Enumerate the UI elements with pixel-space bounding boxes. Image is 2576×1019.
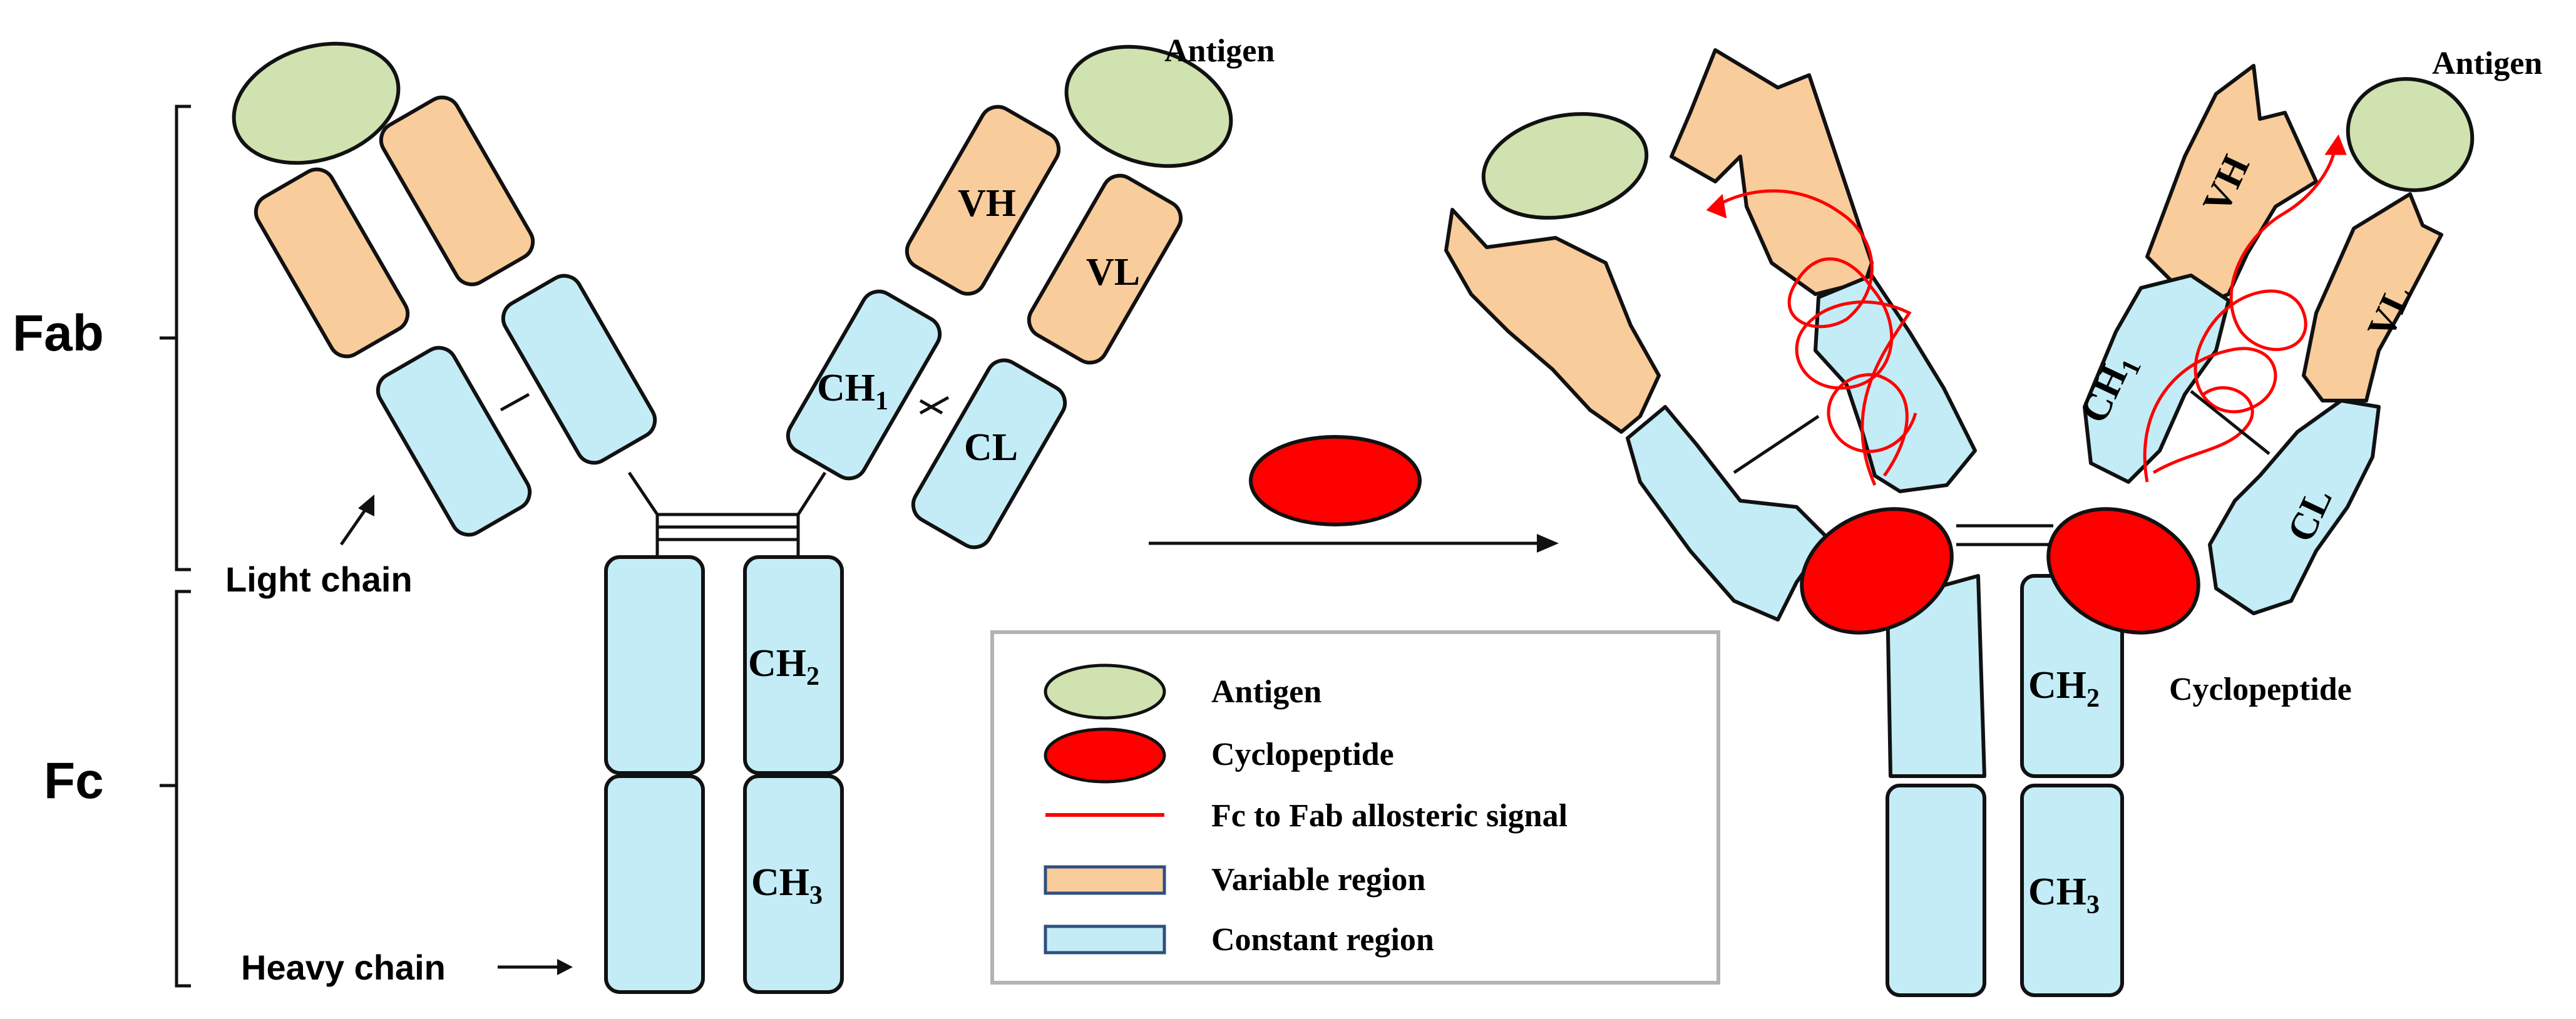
bound-left-vl-domain: [1444, 208, 1661, 434]
bound-left-cl-domain: [1626, 405, 1830, 622]
bound-left-ch3-domain: [1886, 784, 1986, 997]
right-antigen: [1064, 44, 1233, 168]
bound-left-vh-domain: [1670, 48, 1874, 296]
ch2-label: CH2: [748, 642, 819, 691]
antigen-label-right: Antigen: [2432, 46, 2542, 81]
ch1-label: CH1: [817, 367, 888, 416]
bound-left-ch2-domain: [1886, 574, 1986, 778]
light-chain-label: Light chain: [225, 560, 413, 599]
bound-left-fab: [1444, 48, 1977, 622]
transition-arrowhead: [1537, 534, 1559, 553]
heavy-chain-arrow: [498, 959, 573, 975]
left-arm-cl-domain: [376, 346, 532, 537]
bound-right-vl-domain: [2302, 192, 2443, 402]
signal-path: [1714, 189, 1912, 486]
bound-left-antigen: [1481, 112, 1649, 220]
native-antibody: VH VL CH1 CL CH2 CH3 Antigen Light chain…: [225, 33, 1275, 994]
legend-item-label: Cyclopeptide: [1211, 737, 1394, 772]
left-arm-vh-domain: [379, 95, 535, 287]
left-arm-vl-domain: [254, 167, 410, 359]
signal-path: [2143, 143, 2337, 483]
ch3-label: CH3: [751, 861, 823, 910]
left-arm-ch1-domain: [501, 274, 657, 465]
binding-transition: [1149, 435, 1559, 553]
bound-ch2-label: CH2: [2028, 664, 2100, 713]
legend-item-label: Antigen: [1211, 674, 1321, 710]
bound-right-ch1-domain: [2083, 274, 2230, 484]
allosteric-signal-left: [1706, 189, 1917, 486]
right-arm-cl-domain: [911, 358, 1067, 550]
fc-region: [604, 555, 844, 994]
left-arm: [232, 41, 657, 537]
vl-label: VL: [1086, 251, 1140, 294]
legend-variable-icon: [1044, 865, 1166, 895]
vh-label: VH: [958, 182, 1016, 225]
right-ch3-domain: [743, 774, 844, 994]
bound-right-fab-link: [2190, 390, 2271, 455]
left-antigen: [232, 41, 401, 165]
legend-cyclopeptide-icon: [1044, 727, 1166, 784]
legend-antigen-icon: [1044, 663, 1166, 720]
right-ch2-domain: [743, 555, 844, 775]
heavy-chain-label: Heavy chain: [241, 948, 446, 987]
free-cyclopeptide: [1249, 435, 1422, 526]
left-ch2-domain: [604, 555, 705, 775]
legend-item-label: Variable region: [1211, 862, 1425, 898]
light-chain-arrow: [339, 494, 374, 546]
bound-right-ch3-domain: [2020, 784, 2124, 997]
bound-ch3-label: CH3: [2028, 871, 2100, 919]
right-arm-vl-domain: [1027, 173, 1183, 365]
right-arm-vh-domain: [905, 105, 1061, 296]
hinge-disulfide: [500, 392, 950, 557]
antigen-label-left: Antigen: [1164, 33, 1275, 69]
signal-path: [2152, 386, 2254, 474]
cyclopeptide-label: Cyclopeptide: [2169, 672, 2352, 707]
fab-label: Fab: [13, 305, 104, 362]
right-arm-ch1-domain: [786, 289, 942, 481]
legend: Antigen Cyclopeptide Fc to Fab allosteri…: [990, 630, 1720, 985]
bound-cyclopeptide-right: [2046, 507, 2200, 635]
bound-cyclopeptide-left: [1800, 507, 1954, 635]
fab-bracket: [160, 105, 191, 571]
bound-right-cl-domain: [2208, 399, 2381, 615]
right-arm: [786, 44, 1233, 550]
legend-constant-icon: [1044, 924, 1166, 955]
bound-antibody: Antigen VH VL CH1 CL CH2 CH3 Cyclopeptid…: [1444, 46, 2542, 997]
bound-right-fab: [2083, 64, 2475, 615]
cl-label: CL: [964, 426, 1018, 469]
bound-hinge: [1956, 524, 2053, 546]
bound-fc-region: [1886, 574, 2124, 997]
bound-right-antigen: [2346, 77, 2475, 192]
signal-arrowhead: [2324, 134, 2347, 155]
allosteric-signal-right: [2143, 134, 2347, 483]
fc-bracket: [160, 590, 191, 988]
legend-item-label: Constant region: [1211, 922, 1434, 958]
signal-path: [1827, 373, 1917, 477]
signal-arrowhead: [1706, 193, 1727, 218]
fc-label: Fc: [44, 752, 104, 809]
legend-item-label: Fc to Fab allosteric signal: [1211, 798, 1568, 834]
left-ch3-domain: [604, 774, 705, 994]
bound-left-fab-link: [1733, 414, 1820, 474]
